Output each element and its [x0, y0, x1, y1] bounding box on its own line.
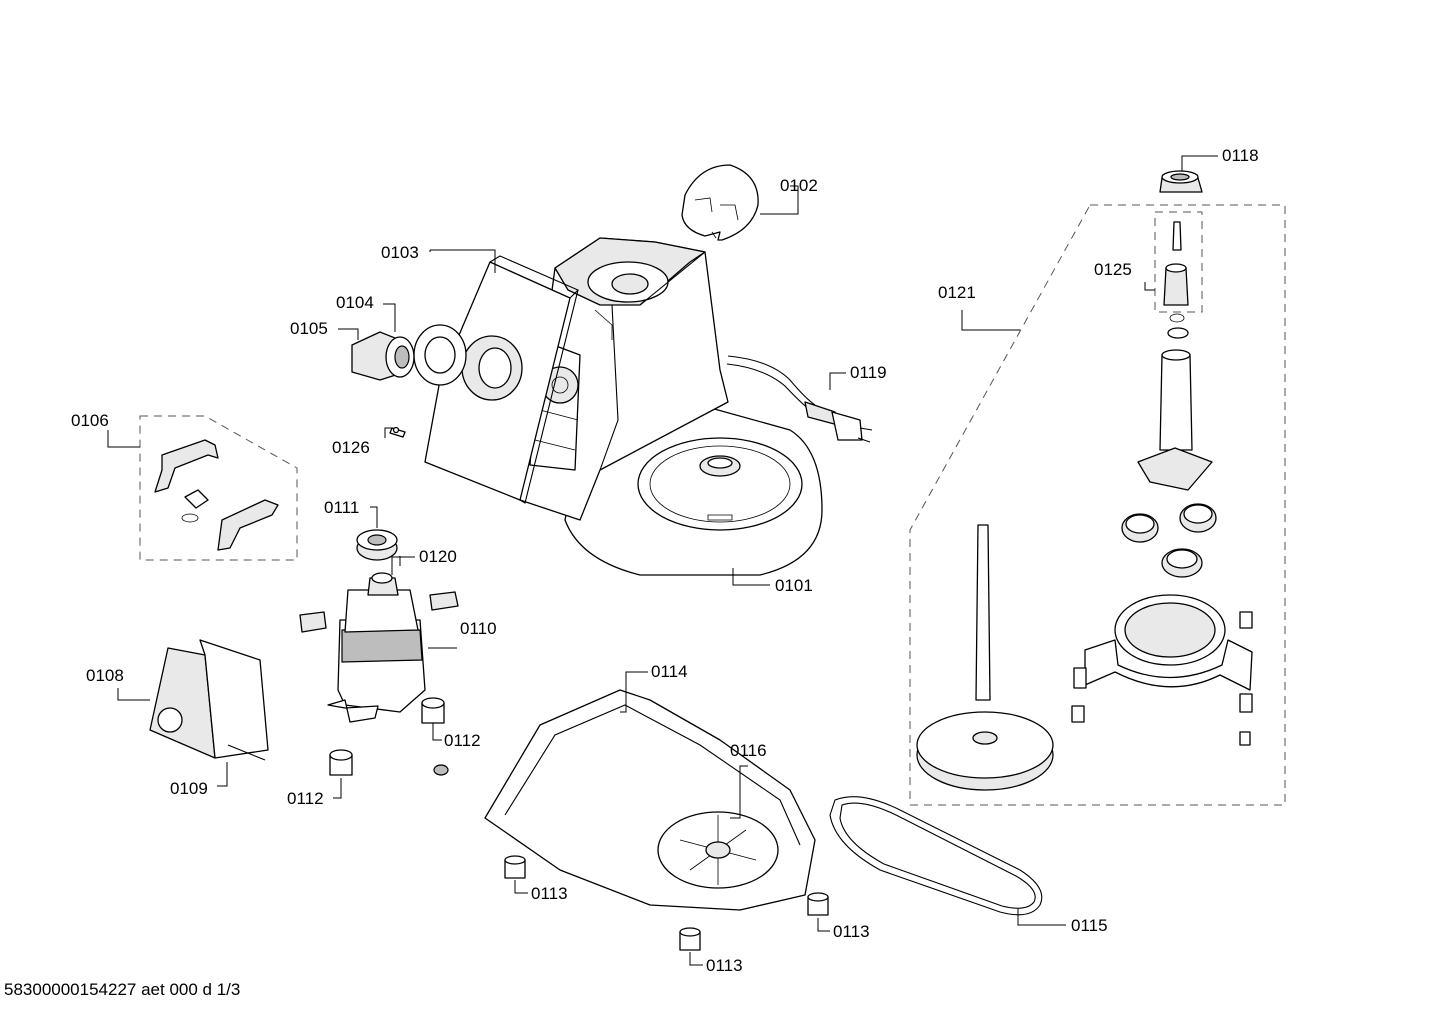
- label-0119: 0119: [850, 363, 887, 382]
- part-labels: 0101 0102 0103 0104 0105 0106 0108 0109 …: [71, 146, 1259, 975]
- label-0118: 0118: [1222, 146, 1259, 165]
- label-0105: 0105: [290, 319, 328, 338]
- label-0120: 0120: [419, 547, 457, 566]
- label-0108: 0108: [86, 666, 124, 685]
- part-0104-ring: [413, 324, 467, 386]
- part-0121-gear-group: [909, 204, 1286, 806]
- part-0105-knob: [351, 331, 415, 381]
- part-0114-base-tray: [484, 689, 816, 911]
- part-0113-tray-feet: [504, 855, 829, 951]
- label-0126: 0126: [332, 438, 370, 457]
- label-0112-b: 0112: [287, 789, 324, 808]
- label-0112-a: 0112: [444, 731, 481, 750]
- part-0125-drive-pin: [1154, 211, 1203, 339]
- part-0111-bushing: [356, 529, 398, 561]
- label-0113-b: 0113: [833, 922, 870, 941]
- label-0125: 0125: [1094, 260, 1132, 279]
- part-0110-motor: [299, 572, 459, 723]
- part-0108-control-board: [149, 639, 269, 761]
- label-0121: 0121: [938, 283, 976, 302]
- label-0116: 0116: [730, 741, 767, 760]
- label-0102: 0102: [780, 176, 818, 195]
- label-0113-c: 0113: [706, 956, 743, 975]
- label-0104: 0104: [336, 293, 374, 312]
- label-0103: 0103: [381, 243, 419, 262]
- label-0101: 0101: [775, 576, 813, 595]
- label-0115: 0115: [1071, 916, 1108, 935]
- part-0118-cap: [1159, 170, 1203, 193]
- document-id-footer: 58300000154227 aet 000 d 1/3: [4, 980, 241, 999]
- part-0102-top-cover: [681, 164, 759, 241]
- label-0114: 0114: [651, 662, 688, 681]
- part-0106-switch-group: [139, 415, 298, 561]
- part-0101-housing: [519, 237, 823, 576]
- label-0106: 0106: [71, 411, 109, 430]
- part-0115-belt: [829, 796, 1043, 916]
- label-0113-a: 0113: [531, 884, 568, 903]
- part-0119-cord-plug: [726, 355, 873, 443]
- label-0109: 0109: [170, 779, 208, 798]
- label-0111: 0111: [324, 498, 359, 517]
- leader-lines: [107, 155, 1218, 966]
- part-0126-pin: [389, 426, 406, 438]
- part-0112-feet: [329, 697, 449, 776]
- label-0110: 0110: [460, 619, 497, 638]
